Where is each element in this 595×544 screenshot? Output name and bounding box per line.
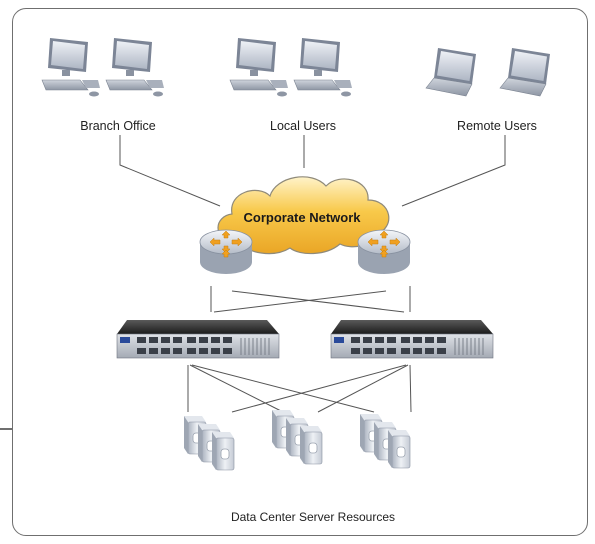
remote-laptop-icon-1: [425, 47, 477, 97]
server-cluster-icon-2: [272, 410, 322, 464]
frame-tick: [0, 428, 12, 430]
cloud-icon: [217, 176, 390, 255]
switch-icon-left: [116, 319, 280, 359]
local-desktop-icon-1: [229, 37, 289, 97]
connection-lines: [119, 135, 506, 413]
label-corporate-network: Corporate Network: [243, 210, 361, 225]
branch-desktop-icon-2: [105, 37, 165, 97]
switch-icon-right: [330, 319, 494, 359]
router-icon-right: [357, 229, 411, 275]
label-branch-office: Branch Office: [80, 119, 156, 133]
remote-laptop-icon-2: [499, 47, 551, 97]
label-remote-users: Remote Users: [457, 119, 537, 133]
label-local-users: Local Users: [270, 119, 336, 133]
local-desktop-icon-2: [293, 37, 353, 97]
branch-desktop-icon-1: [41, 37, 101, 97]
label-data-center: Data Center Server Resources: [231, 510, 395, 524]
diagram-frame: [12, 8, 588, 536]
server-cluster-icon-3: [360, 414, 410, 468]
router-icon-left: [199, 229, 253, 275]
server-cluster-icon-1: [184, 416, 234, 470]
